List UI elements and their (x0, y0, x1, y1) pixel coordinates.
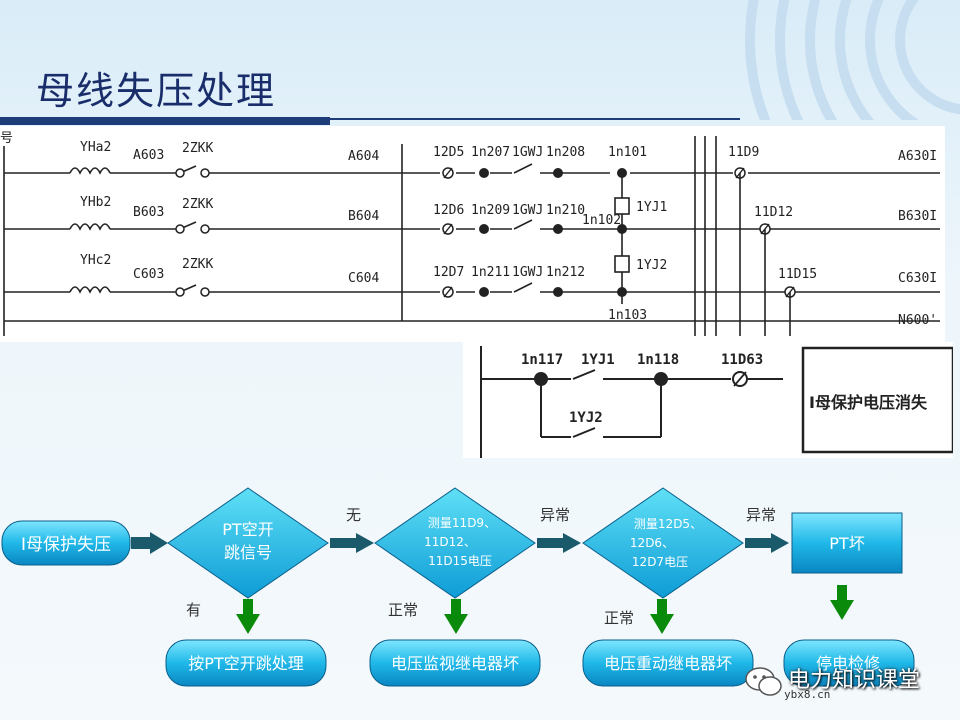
coil-label-a: YHa2 (80, 140, 111, 155)
out-label-c: C630I (898, 271, 937, 286)
action-outage-repair: 停电检修 (783, 639, 915, 687)
decision-pt-trip-line1: PT空开 (222, 520, 273, 539)
gwj-label-c: 1GWJ (512, 265, 543, 280)
action-pt-trip-label: 按PT空开跳处理 (188, 654, 303, 673)
gwj-label-a: 1GWJ (512, 145, 543, 160)
bus-voltage-lost-label: Ⅰ母保护电压消失 (809, 393, 928, 412)
decision-11d-line2: 11D12、 (424, 535, 476, 549)
relay-contact-yj2: 1YJ2 (569, 410, 603, 426)
arrow-down-1 (236, 599, 260, 634)
out-label-a: A630I (898, 149, 937, 164)
wire-label-c: C604 (348, 271, 379, 286)
node-label-b2: 1n210 (546, 203, 585, 218)
node-label-n101: 1n101 (608, 145, 647, 160)
node-label-n118: 1n118 (637, 352, 679, 368)
branch-label-abnormal-2: 异常 (746, 506, 776, 524)
out-terminal-b: 11D12 (754, 205, 793, 220)
arrow-down-2 (444, 599, 468, 634)
terminal-label-c: 12D7 (433, 265, 464, 280)
decision-12d-line2: 12D6、 (630, 536, 674, 550)
arrow-right-1 (131, 532, 168, 554)
start-node-label: Ⅰ母保护失压 (21, 535, 111, 555)
arrow-right-2 (330, 533, 374, 553)
watermark-name: 电力知识课堂 (788, 668, 921, 693)
decision-12d-line3: 12D7电压 (632, 555, 688, 569)
switch-label-a: 2ZKK (182, 141, 213, 156)
phase-label-a: A603 (133, 148, 164, 163)
branch-label-normal-2: 正常 (604, 609, 634, 627)
arrow-down-3 (650, 599, 674, 634)
decision-11d-line3: 11D15电压 (428, 554, 492, 568)
switch-label-b: 2ZKK (182, 197, 213, 212)
relay-label-yj1: 1YJ1 (636, 200, 667, 215)
decision-11d-line1: 测量11D9、 (428, 516, 496, 530)
title-underline-thin (330, 118, 740, 120)
handling-flowchart: Ⅰ母保护失压 PT空开 跳信号 无 有 测量11D9、 11D12、 11D15… (1, 487, 915, 687)
node-label-a1: 1n207 (471, 145, 510, 160)
page-title: 母线失压处理 (36, 69, 277, 113)
node-label-n117: 1n117 (521, 352, 563, 368)
watermark: 电力知识课堂 ybx8.cn (742, 660, 942, 704)
node-label-a2: 1n208 (546, 145, 585, 160)
protection-circuit-diagram: 1n117 1YJ1 1n118 11D63 1YJ2 Ⅰ母保护电压消失 (463, 342, 953, 458)
wire-label-b: B604 (348, 209, 379, 224)
branch-label-no: 无 (346, 506, 361, 524)
action-repeat-relay: 电压重动继电器坏 (582, 639, 754, 687)
pt-broken-node: PT坏 (791, 512, 903, 574)
neutral-label: N600' (898, 313, 937, 328)
arrow-right-3 (537, 533, 581, 553)
switch-label-c: 2ZKK (182, 257, 213, 272)
out-terminal-a: 11D9 (728, 145, 759, 160)
branch-label-yes: 有 (186, 601, 201, 619)
action-outage-repair-label: 停电检修 (816, 654, 880, 673)
terminal-label-a: 12D5 (433, 145, 464, 160)
node-label-c1: 1n211 (471, 265, 510, 280)
action-monitor-relay: 电压监视继电器坏 (369, 639, 541, 687)
voltage-circuit-diagram: 号 (0, 126, 945, 342)
relay-contact-yj1: 1YJ1 (581, 352, 615, 368)
arrow-right-4 (745, 533, 789, 553)
phase-label-c: C603 (133, 267, 164, 282)
pt-broken-label: PT坏 (829, 534, 864, 553)
branch-label-normal-1: 正常 (388, 601, 418, 619)
action-pt-trip: 按PT空开跳处理 (165, 639, 327, 687)
decision-pt-trip-line2: 跳信号 (224, 543, 272, 562)
action-repeat-relay-label: 电压重动继电器坏 (604, 654, 732, 673)
start-node: Ⅰ母保护失压 (1, 520, 131, 566)
action-monitor-relay-label: 电压监视继电器坏 (391, 654, 519, 673)
watermark-site: ybx8.cn (784, 688, 831, 701)
wire-label-a: A604 (348, 149, 379, 164)
background-arcs (745, 0, 960, 120)
coil-label-b: YHb2 (80, 195, 111, 210)
gwj-label-b: 1GWJ (512, 203, 543, 218)
circuit-left-mark: 号 (0, 131, 13, 146)
node-label-n103: 1n103 (608, 308, 647, 323)
decision-12d-line1: 测量12D5、 (634, 517, 702, 531)
node-label-c2: 1n212 (546, 265, 585, 280)
terminal-label-d63: 11D63 (721, 352, 763, 368)
terminal-label-b: 12D6 (433, 203, 464, 218)
out-label-b: B630I (898, 209, 937, 224)
branch-label-abnormal-1: 异常 (540, 506, 570, 524)
relay-label-yj2: 1YJ2 (636, 258, 667, 273)
coil-label-c: YHc2 (80, 253, 111, 268)
wechat-icon (745, 667, 782, 696)
phase-label-b: B603 (133, 205, 164, 220)
decision-measure-12d: 测量12D5、 12D6、 12D7电压 (582, 487, 744, 599)
arrow-down-4 (830, 585, 854, 620)
decision-pt-trip: PT空开 跳信号 (167, 487, 329, 599)
title-underline-thick (0, 117, 330, 125)
decision-measure-11d: 测量11D9、 11D12、 11D15电压 (374, 487, 536, 599)
node-label-n102: 1n102 (582, 213, 621, 228)
node-label-b1: 1n209 (471, 203, 510, 218)
out-terminal-c: 11D15 (778, 267, 817, 282)
